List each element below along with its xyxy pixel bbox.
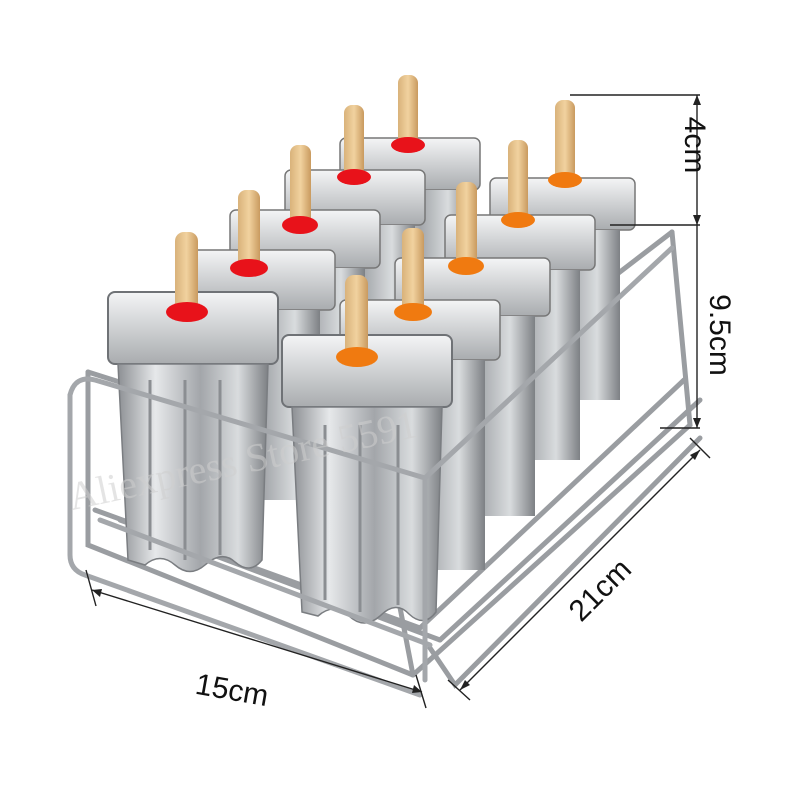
width-label: 15cm xyxy=(193,668,271,713)
popsicle-mold xyxy=(281,275,453,624)
wire-rack-front xyxy=(67,245,675,698)
lid-height-label: 4cm xyxy=(678,117,711,174)
lid-height-dimension xyxy=(570,94,701,226)
mold-height-label: 9.5cm xyxy=(703,294,736,376)
popsicle-mold xyxy=(107,232,279,573)
width-dimension xyxy=(85,569,427,709)
mold-height-dimension xyxy=(660,225,701,429)
length-dimension xyxy=(447,437,711,701)
mold-array xyxy=(107,75,636,624)
